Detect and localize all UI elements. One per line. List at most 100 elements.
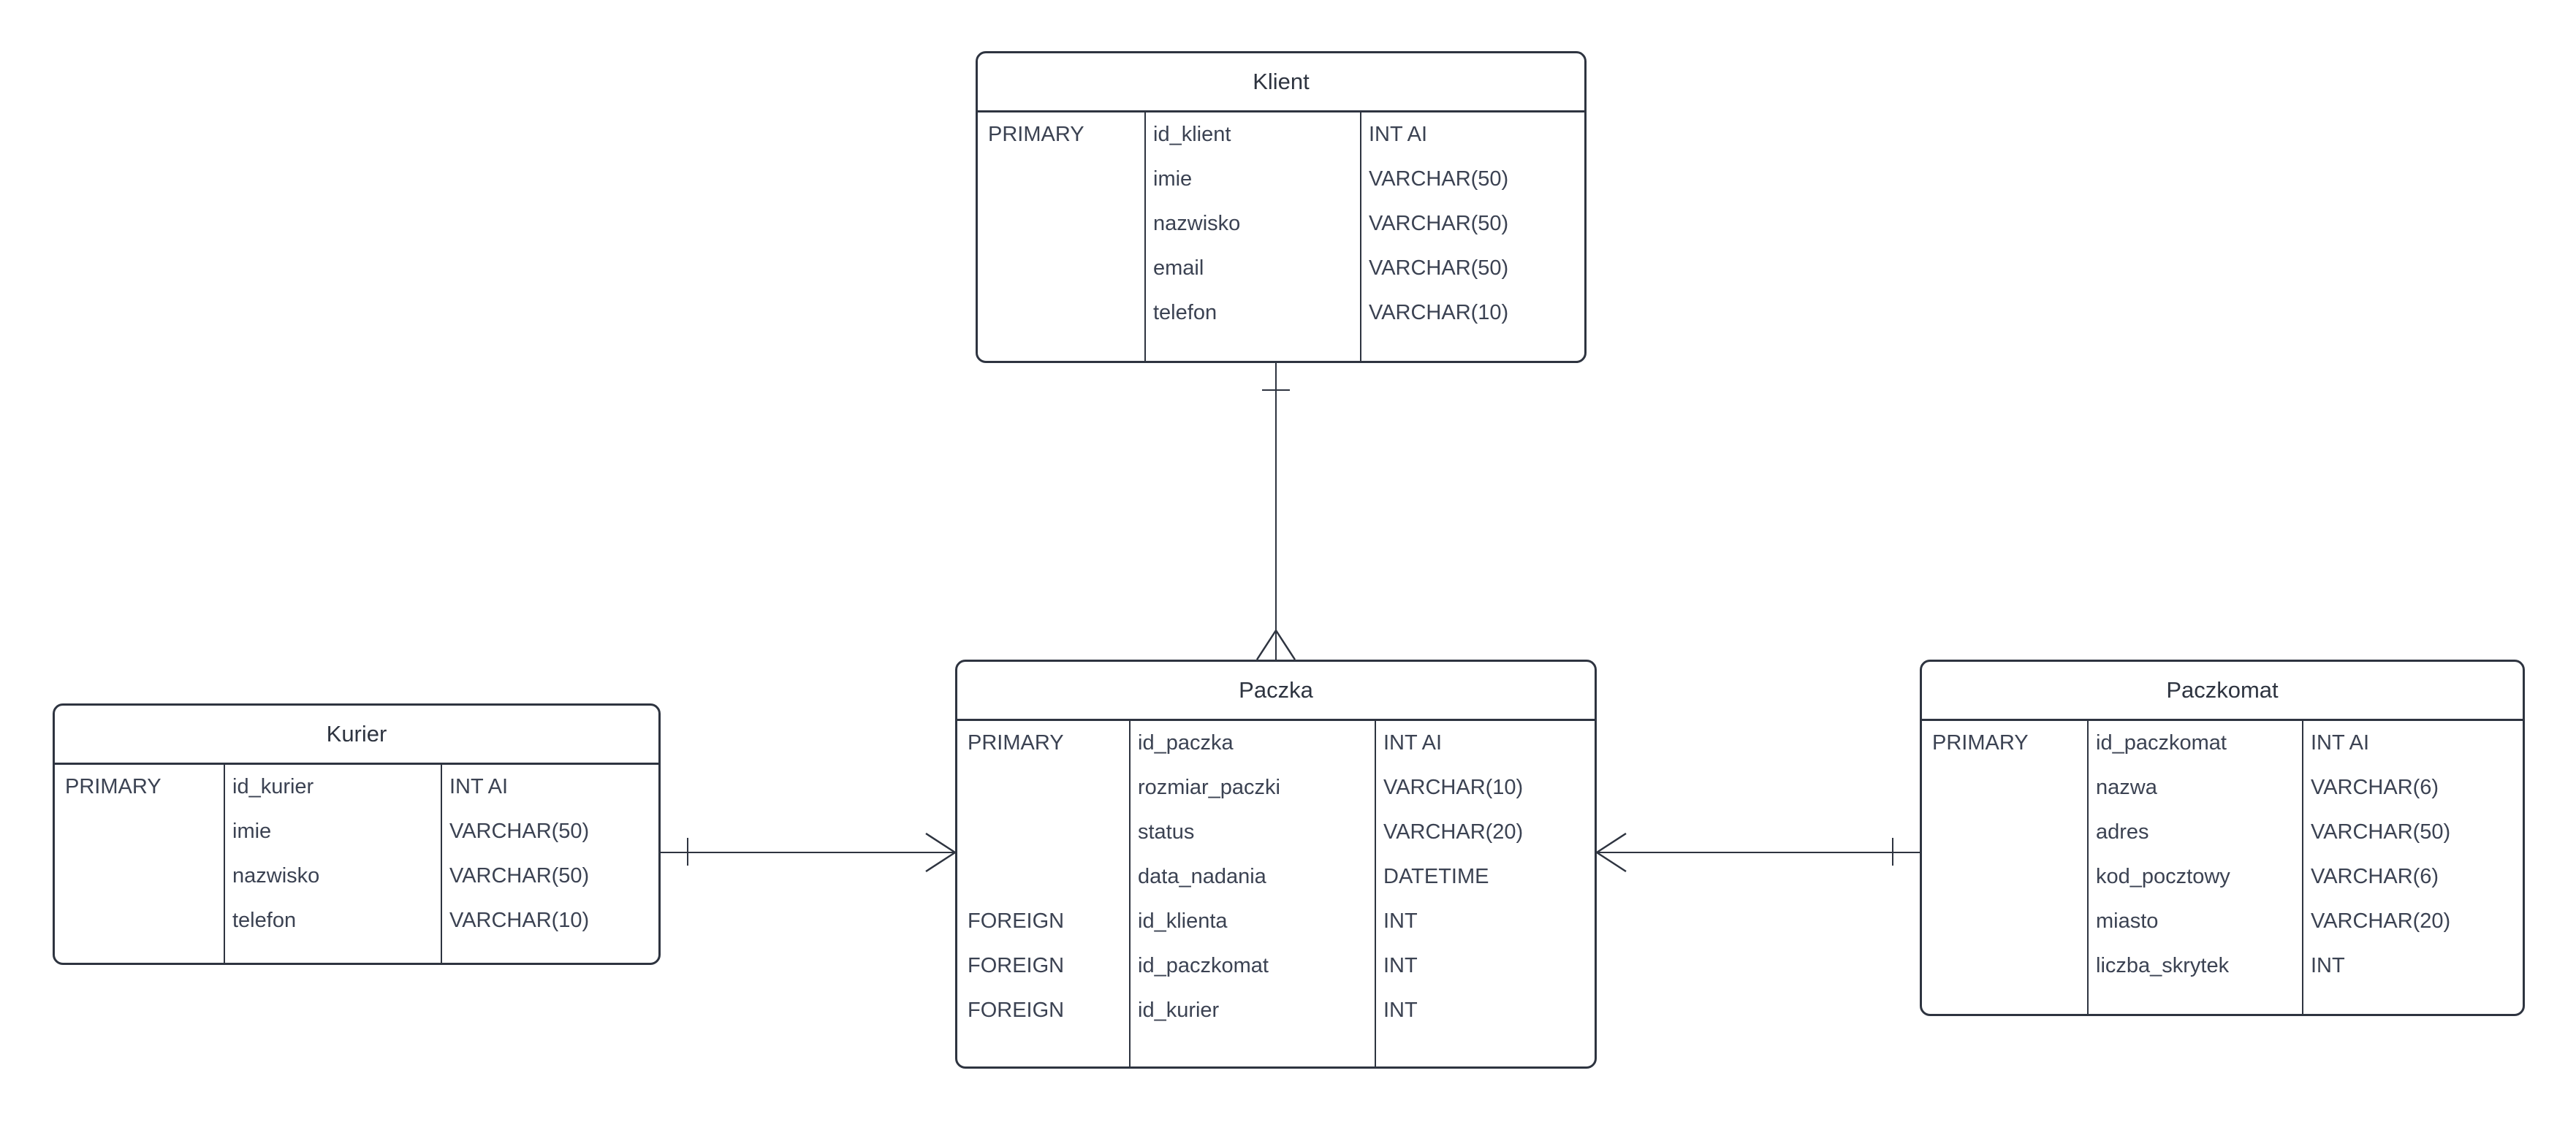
- attribute-name-label: id_paczkomat: [2096, 731, 2227, 755]
- attribute-key-label: [1932, 944, 2083, 988]
- attribute-key-label: [968, 810, 1125, 855]
- column-divider-1: [1129, 721, 1131, 1066]
- attribute-name-label: id_paczka: [1138, 731, 1234, 755]
- attribute-type-label: VARCHAR(50): [449, 820, 590, 843]
- attribute-name-label: id_klienta: [1138, 909, 1228, 933]
- attribute-name-label: id_kurier: [232, 775, 314, 798]
- attribute-row[interactable]: nazwisko VARCHAR(50): [978, 202, 1584, 246]
- attribute-key-label: [1932, 810, 2083, 855]
- attribute-type-label: VARCHAR(20): [1383, 820, 1524, 844]
- attribute-key-label: [65, 898, 219, 943]
- attribute-key-label: [1932, 855, 2083, 899]
- attribute-name-label: miasto: [2096, 909, 2159, 933]
- column-divider-2: [441, 765, 442, 963]
- attribute-type-label: VARCHAR(50): [1369, 212, 1509, 235]
- attribute-key-label: [1932, 766, 2083, 810]
- attribute-row[interactable]: liczba_skrytek INT: [1922, 944, 2523, 988]
- attribute-name-label: nazwa: [2096, 776, 2157, 799]
- attribute-type-label: VARCHAR(50): [2311, 820, 2451, 844]
- attribute-type-label: VARCHAR(10): [1383, 776, 1524, 799]
- cardinality-one-kurier: [687, 838, 688, 866]
- attribute-type-label: DATETIME: [1383, 865, 1489, 888]
- attribute-type-label: INT AI: [1383, 731, 1443, 755]
- entity-title-kurier: Kurier: [55, 706, 658, 765]
- attribute-key-label: [65, 809, 219, 854]
- attribute-key-label: PRIMARY: [968, 731, 1064, 755]
- attribute-row[interactable]: imie VARCHAR(50): [978, 157, 1584, 202]
- attribute-row[interactable]: PRIMARY id_klient INT AI: [978, 112, 1584, 157]
- attribute-row[interactable]: data_nadania DATETIME: [957, 855, 1595, 899]
- crowfoot-paczka-to-paczkomat: [1595, 829, 1629, 876]
- column-divider-2: [2302, 721, 2303, 1014]
- relationship-line-paczka-paczkomat[interactable]: [1597, 852, 1920, 853]
- attribute-name-label: id_klient: [1153, 123, 1231, 146]
- attribute-key-label: PRIMARY: [1932, 731, 2029, 755]
- attribute-key-label: FOREIGN: [968, 999, 1065, 1022]
- attribute-name-label: adres: [2096, 820, 2149, 844]
- attribute-name-label: nazwisko: [1153, 212, 1241, 235]
- attribute-type-label: INT: [2311, 954, 2345, 977]
- attribute-name-label: telefon: [1153, 301, 1217, 324]
- column-divider-2: [1375, 721, 1376, 1066]
- attribute-name-label: email: [1153, 256, 1204, 280]
- attribute-type-label: VARCHAR(50): [1369, 256, 1509, 280]
- attribute-key-label: [968, 766, 1125, 810]
- attribute-name-label: imie: [1153, 167, 1193, 191]
- attribute-type-label: INT AI: [449, 775, 509, 798]
- crowfoot-paczka-from-klient: [1253, 629, 1299, 661]
- attribute-name-label: data_nadania: [1138, 865, 1266, 888]
- attribute-type-label: INT: [1383, 999, 1418, 1022]
- attribute-type-label: VARCHAR(6): [2311, 865, 2439, 888]
- attribute-row[interactable]: imie VARCHAR(50): [55, 809, 658, 854]
- attribute-key-label: [65, 854, 219, 898]
- attribute-type-label: VARCHAR(50): [1369, 167, 1509, 191]
- attribute-name-label: id_paczkomat: [1138, 954, 1269, 977]
- entity-title-paczkomat: Paczkomat: [1922, 662, 2523, 721]
- relationship-line-klient-paczka[interactable]: [1275, 363, 1277, 660]
- attribute-name-label: imie: [232, 820, 272, 843]
- attribute-name-label: liczba_skrytek: [2096, 954, 2230, 977]
- attribute-type-label: INT AI: [1369, 123, 1428, 146]
- relationship-line-kurier-paczka[interactable]: [661, 852, 955, 853]
- attribute-key-label: [988, 291, 1140, 335]
- attribute-type-label: INT: [1383, 954, 1418, 977]
- attribute-type-label: INT AI: [2311, 731, 2370, 755]
- attribute-row[interactable]: FOREIGN id_kurier INT: [957, 988, 1595, 1033]
- attribute-key-label: FOREIGN: [968, 909, 1065, 933]
- attribute-name-label: rozmiar_paczki: [1138, 776, 1280, 799]
- attribute-row[interactable]: adres VARCHAR(50): [1922, 810, 2523, 855]
- attribute-key-label: [988, 246, 1140, 291]
- attribute-row[interactable]: rozmiar_paczki VARCHAR(10): [957, 766, 1595, 810]
- attribute-type-label: VARCHAR(50): [449, 864, 590, 888]
- attribute-name-label: status: [1138, 820, 1195, 844]
- attribute-row[interactable]: telefon VARCHAR(10): [978, 291, 1584, 335]
- attribute-row[interactable]: status VARCHAR(20): [957, 810, 1595, 855]
- attribute-key-label: PRIMARY: [988, 123, 1084, 146]
- column-divider-1: [2087, 721, 2089, 1014]
- attribute-row[interactable]: PRIMARY id_paczkomat INT AI: [1922, 721, 2523, 766]
- attribute-name-label: id_kurier: [1138, 999, 1220, 1022]
- attribute-row[interactable]: PRIMARY id_paczka INT AI: [957, 721, 1595, 766]
- column-divider-2: [1360, 112, 1361, 361]
- column-divider-1: [1144, 112, 1146, 361]
- entity-title-klient: Klient: [978, 53, 1584, 112]
- attribute-row[interactable]: email VARCHAR(50): [978, 246, 1584, 291]
- attribute-type-label: VARCHAR(10): [1369, 301, 1509, 324]
